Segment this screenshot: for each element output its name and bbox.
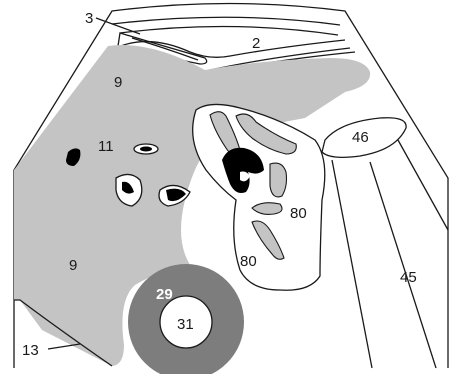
structure-45-line <box>332 160 372 368</box>
label-80-a: 80 <box>290 205 307 222</box>
label-9-top: 9 <box>114 74 122 91</box>
structure-80-lobule <box>270 163 287 197</box>
label-3: 3 <box>85 10 93 27</box>
label-80-b: 80 <box>240 253 257 270</box>
skin-layer-line <box>120 26 338 35</box>
label-45: 45 <box>400 269 417 286</box>
label-13: 13 <box>22 342 39 359</box>
label-11: 11 <box>98 138 114 155</box>
skin-layer-line <box>112 17 340 25</box>
label-29: 29 <box>156 286 173 303</box>
structure-45-line <box>370 162 436 368</box>
label-31: 31 <box>177 316 194 333</box>
label-9-bottom: 9 <box>69 257 77 274</box>
structure-45-line <box>398 140 448 230</box>
hepatic-vessel-core <box>140 147 152 152</box>
label-2: 2 <box>252 35 260 52</box>
label-46: 46 <box>352 129 369 146</box>
